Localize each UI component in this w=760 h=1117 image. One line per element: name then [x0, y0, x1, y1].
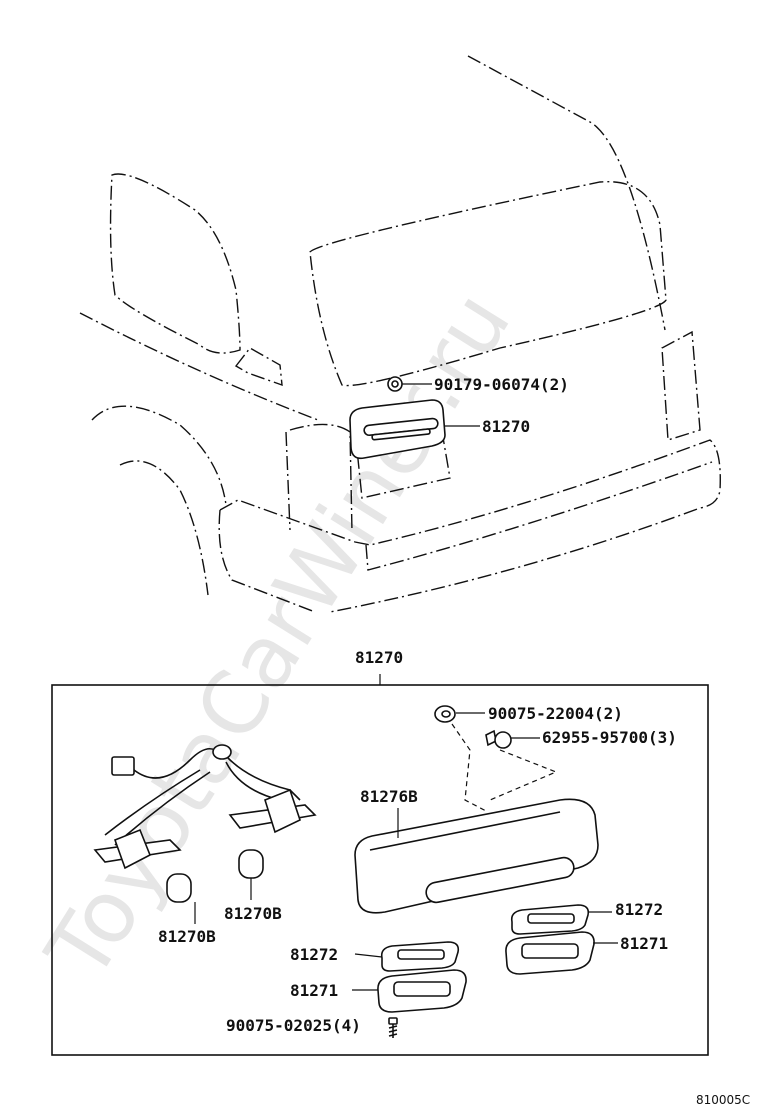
label-bulb-left: 81270B [158, 927, 216, 946]
gasket-right [510, 904, 612, 935]
figure-code: 810005C [696, 1093, 750, 1107]
label-nut: 90075-22004(2) [488, 704, 623, 723]
label-grommet-top: 90179-06074(2) [434, 375, 569, 394]
lamp-assembly-top [349, 399, 480, 460]
label-screw: 90075-02025(4) [226, 1016, 361, 1035]
label-gasket-right: 81272 [615, 900, 663, 919]
label-housing-left: 81271 [290, 981, 338, 1000]
housing-right [505, 931, 618, 975]
gasket-left [354, 941, 460, 972]
screw [388, 1017, 398, 1038]
label-lamp-top: 81270 [482, 417, 530, 436]
washer-nut [434, 705, 485, 723]
wiring-harness [93, 744, 317, 870]
lamp-lens [354, 798, 599, 914]
label-bolt: 62955-95700(3) [542, 728, 677, 747]
label-box-title: 81270 [355, 648, 403, 667]
bolt [485, 729, 540, 749]
exploded-view-frame [51, 684, 709, 1056]
label-bulb-right: 81270B [224, 904, 282, 923]
grommet-top [387, 376, 432, 392]
label-lens: 81276B [360, 787, 418, 806]
housing-left [352, 969, 467, 1013]
bulb-left [166, 873, 196, 924]
label-gasket-left: 81272 [290, 945, 338, 964]
bulb-right [238, 849, 264, 900]
label-housing-right: 81271 [620, 934, 668, 953]
